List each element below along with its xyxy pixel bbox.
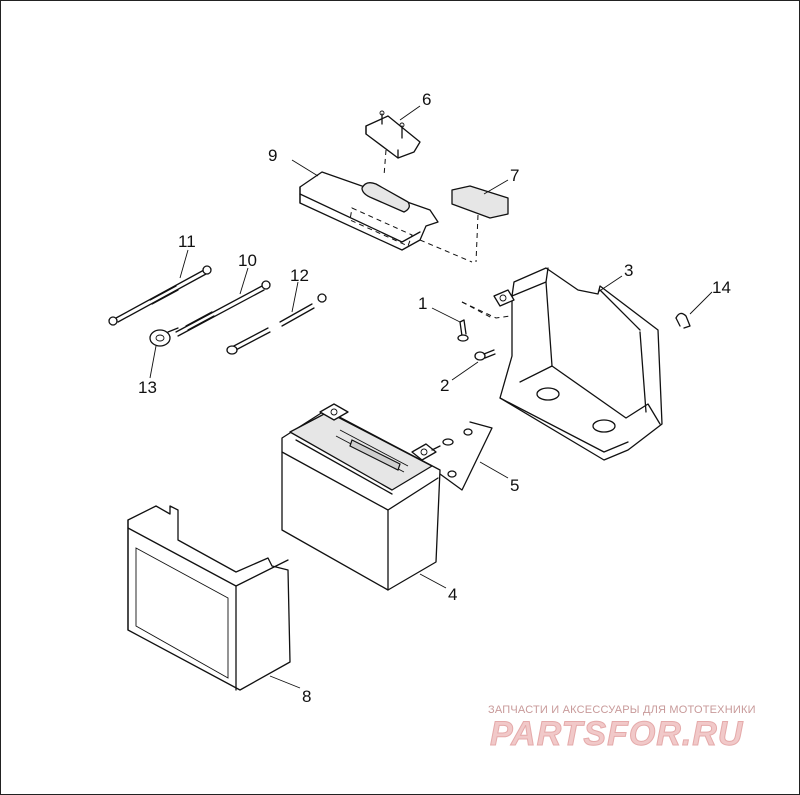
callout-4: 4: [448, 585, 457, 604]
part-14-clip: [675, 312, 691, 329]
callout-8: 8: [302, 687, 311, 706]
callout-1: 1: [418, 294, 427, 313]
part-3-tray: [461, 267, 663, 461]
part-4-battery: [281, 403, 441, 591]
part-5-hardware: [431, 421, 493, 491]
callout-9: 9: [268, 146, 277, 165]
part-7-strip: [419, 185, 509, 263]
callout-10: 10: [238, 251, 257, 270]
part-8-shield: [127, 505, 291, 691]
part-13-terminal: [149, 327, 179, 347]
part-12-cable: [226, 293, 327, 355]
part-9-cover: [299, 171, 439, 251]
callout-5: 5: [510, 476, 519, 495]
callout-3: 3: [624, 261, 633, 280]
part-2-screw: [474, 349, 496, 361]
watermark-brand: PARTSFOR.RU: [490, 715, 744, 753]
callout-14: 14: [712, 278, 731, 297]
callout-12: 12: [290, 266, 309, 285]
leader-lines: [149, 105, 713, 689]
part-11-cable: [108, 265, 212, 326]
watermark: ЗАПЧАСТИ И АКСЕССУАРЫ ДЛЯ МОТОТЕХНИКИ PA…: [488, 704, 756, 754]
watermark-subtitle: ЗАПЧАСТИ И АКСЕССУАРЫ ДЛЯ МОТОТЕХНИКИ: [488, 704, 756, 716]
callout-numbers: 6 9 7 3 14 1 2 5 4 8 11 10 12 13: [138, 90, 731, 706]
part-10-cable: [175, 280, 271, 337]
callout-7: 7: [510, 166, 519, 185]
callout-2: 2: [440, 376, 449, 395]
part-6-bracket: [365, 110, 421, 177]
callout-6: 6: [422, 90, 431, 109]
callout-11: 11: [178, 232, 196, 251]
part-1-bolt: [457, 319, 469, 342]
callout-13: 13: [138, 378, 157, 397]
